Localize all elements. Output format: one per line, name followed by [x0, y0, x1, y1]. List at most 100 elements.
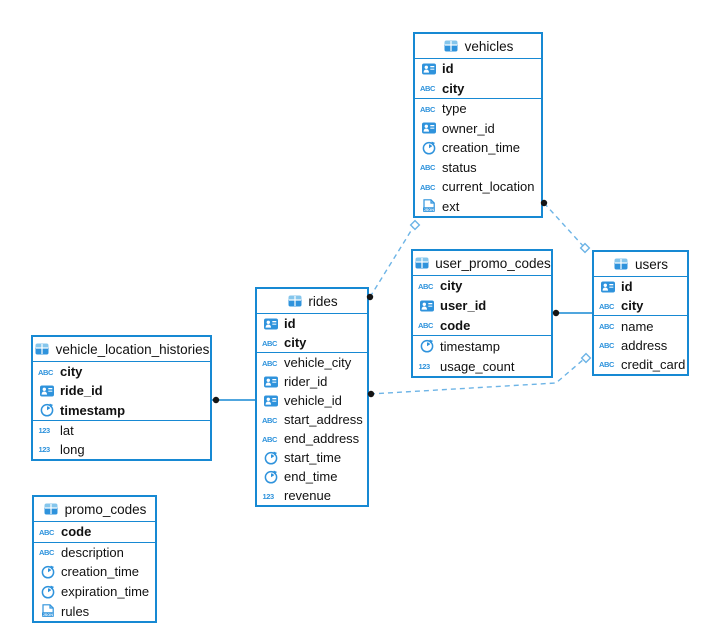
field-label: revenue — [284, 488, 331, 503]
table-header-vehicles[interactable]: vehicles — [415, 34, 541, 59]
field-label: description — [61, 544, 124, 560]
table-header-users[interactable]: users — [594, 252, 687, 277]
field-label: city — [440, 278, 463, 294]
json-icon: JSON — [39, 603, 56, 619]
table-header-promo_codes[interactable]: promo_codes — [34, 497, 155, 522]
field-label: end_address — [284, 431, 360, 446]
field-label: ext — [442, 198, 460, 214]
field-creation_time[interactable]: creation_time — [34, 562, 155, 582]
svg-text:ABC: ABC — [38, 368, 54, 377]
field-creation_time[interactable]: creation_time — [415, 138, 541, 158]
field-label: city — [442, 80, 465, 96]
relationship-user_promo_codes-users — [552, 309, 592, 317]
field-id[interactable]: id — [594, 277, 687, 296]
field-label: rider_id — [284, 374, 328, 389]
svg-text:ABC: ABC — [418, 321, 434, 330]
field-description[interactable]: ABC description — [34, 541, 155, 563]
field-label: address — [621, 337, 668, 353]
field-label: usage_count — [440, 358, 515, 374]
field-id[interactable]: id — [415, 59, 541, 79]
text-icon: ABC — [262, 431, 279, 447]
field-label: id — [621, 279, 633, 295]
field-label: current_location — [442, 179, 535, 195]
field-revenue[interactable]: 123 revenue — [257, 486, 367, 505]
field-usage_count[interactable]: 123 usage_count — [413, 356, 551, 376]
field-timestamp[interactable]: timestamp — [33, 400, 210, 419]
field-end_time[interactable]: end_time — [257, 467, 367, 486]
field-type[interactable]: ABC type — [415, 98, 541, 119]
svg-text:123: 123 — [419, 362, 431, 371]
field-label: type — [442, 101, 467, 117]
field-start_time[interactable]: start_time — [257, 448, 367, 467]
text-icon: ABC — [599, 298, 616, 314]
field-label: id — [442, 61, 454, 77]
table-icon — [613, 256, 630, 272]
field-ext[interactable]: JSON ext — [415, 197, 541, 217]
field-rider_id[interactable]: rider_id — [257, 372, 367, 391]
table-icon — [413, 255, 430, 271]
relationship-vehicles-users — [540, 199, 591, 254]
table-header-vehicle_location_histories[interactable]: vehicle_location_histories — [33, 337, 210, 362]
svg-text:ABC: ABC — [262, 435, 278, 444]
table-header-rides[interactable]: rides — [257, 289, 367, 314]
number-icon: 123 — [38, 441, 55, 457]
field-label: timestamp — [60, 402, 126, 418]
text-icon: ABC — [39, 524, 56, 540]
clock-icon — [38, 402, 55, 418]
field-expiration_time[interactable]: expiration_time — [34, 582, 155, 602]
field-id[interactable]: id — [257, 314, 367, 333]
svg-text:ABC: ABC — [420, 105, 436, 114]
text-icon: ABC — [420, 80, 437, 96]
connector-diamond — [580, 352, 592, 364]
text-icon: ABC — [418, 317, 435, 333]
field-ride_id[interactable]: ride_id — [33, 381, 210, 400]
field-user_id[interactable]: user_id — [413, 296, 551, 316]
connector-dot — [212, 396, 220, 404]
number-icon: 123 — [38, 422, 55, 438]
field-label: creation_time — [61, 564, 140, 580]
svg-text:ABC: ABC — [599, 360, 615, 369]
field-label: id — [284, 316, 296, 331]
svg-text:123: 123 — [263, 492, 275, 501]
id-badge-icon — [262, 316, 279, 332]
json-icon: JSON — [420, 198, 437, 214]
svg-text:ABC: ABC — [420, 84, 436, 93]
svg-text:123: 123 — [39, 426, 51, 435]
field-timestamp[interactable]: timestamp — [413, 335, 551, 356]
field-lat[interactable]: 123 lat — [33, 419, 210, 440]
table-header-user_promo_codes[interactable]: user_promo_codes — [413, 251, 551, 276]
table-icon — [34, 341, 51, 357]
field-city[interactable]: ABC city — [415, 79, 541, 99]
field-label: lat — [60, 422, 74, 438]
field-end_address[interactable]: ABC end_address — [257, 429, 367, 448]
clock-icon — [262, 469, 279, 485]
field-owner_id[interactable]: owner_id — [415, 119, 541, 139]
field-vehicle_id[interactable]: vehicle_id — [257, 391, 367, 410]
field-label: end_time — [284, 469, 338, 484]
svg-text:ABC: ABC — [39, 548, 55, 557]
field-label: status — [442, 159, 477, 175]
